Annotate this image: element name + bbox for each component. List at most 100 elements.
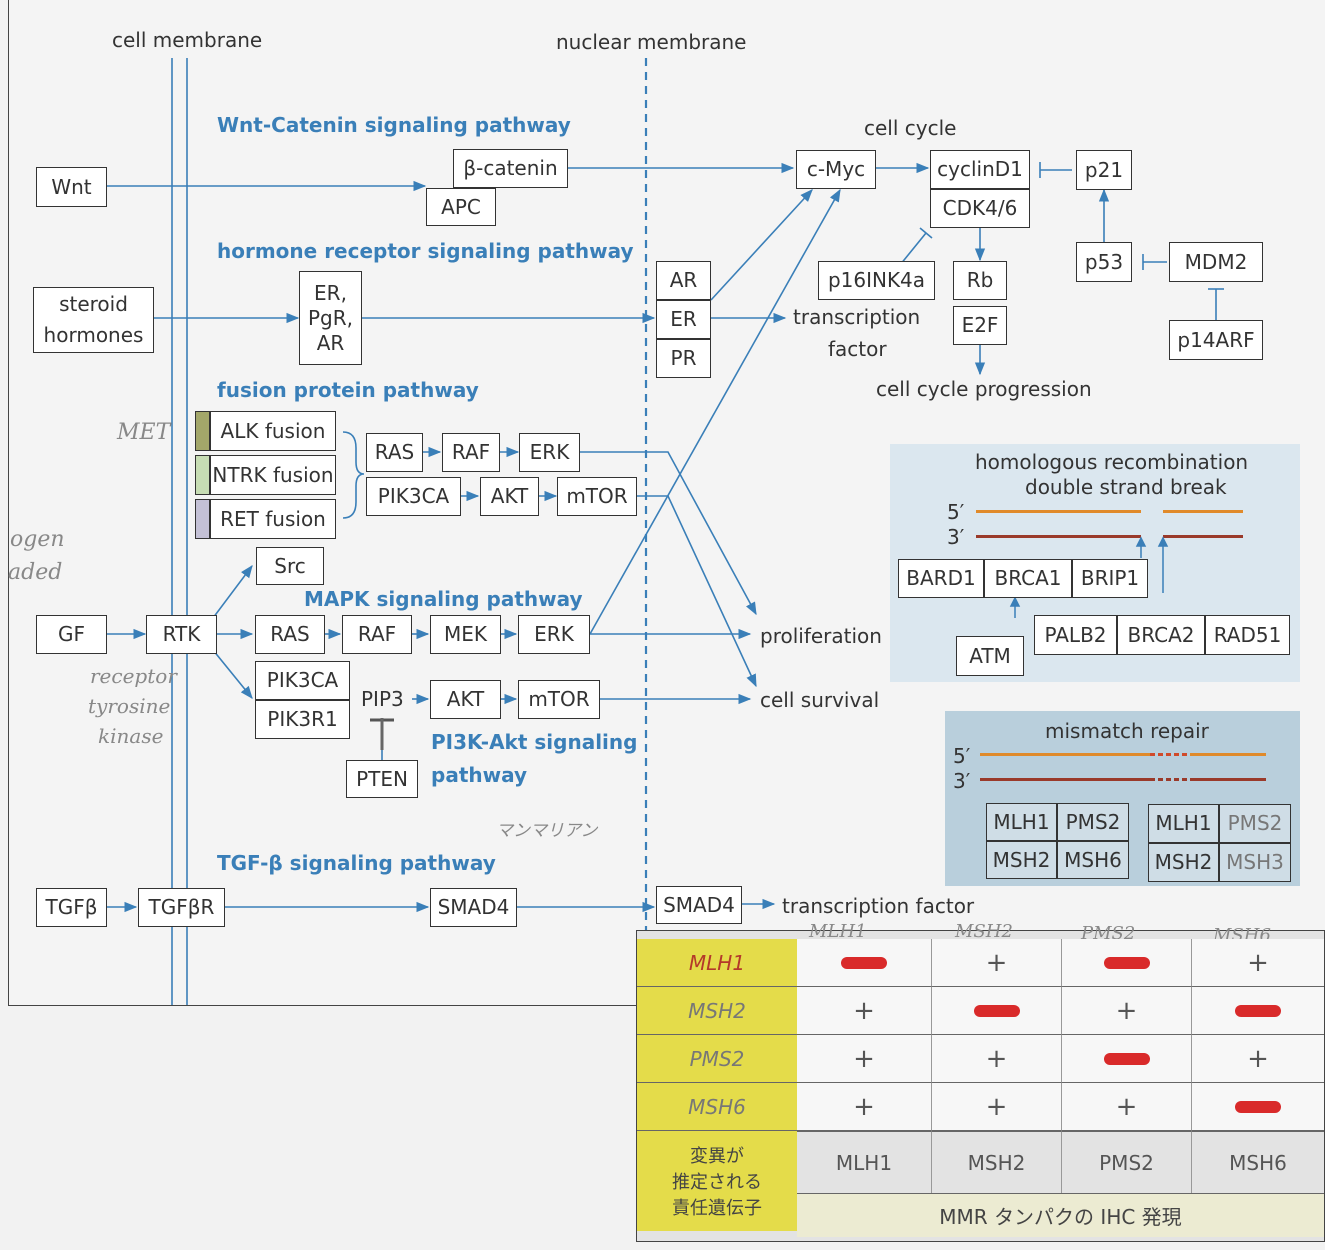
ihc-footer-label: 変異が 推定される 責任遺伝子 [637,1131,797,1231]
positive-mark: + [1247,1043,1269,1074]
nuclear-membrane-label: nuclear membrane [556,30,747,54]
mmr-strand-5-end [1190,753,1266,756]
handwritten-tyrosine: tyrosine [88,694,171,718]
cell-survival-label: cell survival [760,688,880,712]
node-steroid-hormones: steroid hormones [33,287,154,353]
mmr-strand-3 [980,778,1150,781]
node-gf: GF [36,615,107,654]
cell-cycle-progression-label: cell cycle progression [876,377,1092,401]
hr-brca1: BRCA1 [984,559,1072,598]
node-smad4-cyto: SMAD4 [430,888,517,927]
hr-three-prime: 3′ [947,525,965,549]
steroid-line-2: hormones [43,323,144,347]
ihc-result-cell [1192,1083,1324,1131]
node-akt-fusion: AKT [480,477,539,516]
node-pik3ca-fusion: PIK3CA [366,477,461,516]
positive-mark: + [1115,1091,1138,1122]
positive-mark: + [853,1043,875,1074]
node-raf-fusion: RAF [442,433,500,472]
ihc-col-header-msh2: MSH2 [955,921,1013,942]
node-akt-pi3k: AKT [430,680,501,719]
hr-palb2: PALB2 [1034,615,1117,655]
hr-strand-5-left [976,510,1141,513]
ihc-result-cell: + [932,1035,1062,1083]
positive-mark: + [853,1091,875,1122]
ihc-table: MLH1 MSH2 PMS2 MSH6 MLH1 MSH2 PMS2 MSH6 … [636,921,1325,1242]
mmr-right-msh2: MSH2 [1148,843,1219,882]
node-p16ink4a: p16INK4a [818,261,935,300]
ihc-result-cell [1062,939,1192,987]
mmr-title: mismatch repair [1045,719,1209,743]
positive-mark: + [985,947,1008,978]
node-cyclind1: cyclinD1 [930,150,1030,189]
mmr-strand-5 [980,753,1150,756]
ihc-label-column [637,939,797,1231]
negative-mark [1235,1004,1281,1017]
node-pten: PTEN [346,760,418,798]
mapk-pathway-title: MAPK signaling pathway [304,587,583,611]
wnt-pathway-title: Wnt-Catenin signaling pathway [217,113,571,137]
hr-rad51: RAD51 [1205,615,1290,655]
ihc-footer-label-1: 変異が [690,1146,744,1167]
pi3k-pathway-title-2: pathway [431,763,528,787]
ihc-footer-pms2: PMS2 [1062,1131,1192,1193]
negative-mark [1103,956,1150,969]
node-c-myc: c-Myc [796,150,876,189]
ihc-footer-msh6: MSH6 [1192,1131,1324,1193]
mmr-right-mlh1: MLH1 [1148,804,1219,843]
node-pr: PR [656,339,711,378]
hormone-pathway-title: hormone receptor signaling pathway [217,239,634,263]
ihc-result-cell [1192,987,1324,1035]
hr-atm: ATM [956,636,1024,676]
ihc-row-label-pms2: PMS2 [637,1035,797,1083]
transcription-label-1: transcription [793,305,921,329]
handwritten-kinase: kinase [98,724,164,748]
positive-mark: + [853,995,875,1026]
node-er-pgr-ar: ER, PgR, AR [299,271,362,365]
mmr-three-prime: 3′ [953,769,971,793]
ihc-result-cell: + [1192,1035,1324,1083]
tgf-transcription-label: transcription factor [782,894,975,918]
node-p14arf: p14ARF [1169,320,1263,360]
mmr-right-pms2: PMS2 [1219,804,1291,843]
mmr-five-prime: 5′ [953,744,971,768]
negative-mark [973,1004,1020,1017]
mmr-left-msh2: MSH2 [986,841,1057,879]
cell-cycle-label: cell cycle [864,116,957,140]
negative-mark [1235,1100,1281,1113]
ihc-footer-label-3: 責任遺伝子 [672,1198,762,1219]
ihc-row-label-msh6: MSH6 [637,1083,797,1131]
node-smad4-nuclear: SMAD4 [656,886,742,924]
er-pgr-ar-line-1: ER, [314,280,347,305]
positive-mark: + [1115,995,1138,1026]
ihc-result-cell: + [797,1083,932,1131]
proliferation-label: proliferation [760,624,882,648]
negative-mark [841,956,887,969]
handwritten-mammalian: マンマリアン [496,821,598,841]
node-erk-fusion: ERK [519,433,580,472]
mmr-strand-3-gap [1150,778,1190,781]
positive-mark: + [985,1091,1008,1122]
ihc-grid: ++++++++++ [797,939,1324,1131]
node-apc: APC [426,188,496,226]
handwritten-left-1: ogen [10,527,65,552]
alk-color-chip [195,411,210,451]
mmr-right-msh3: MSH3 [1219,843,1291,882]
node-ras-fusion: RAS [366,433,423,472]
node-src: Src [256,547,324,585]
node-mdm2: MDM2 [1169,242,1263,282]
node-mtor-fusion: mTOR [557,477,637,516]
node-tgfbr: TGFβR [138,888,225,927]
mmr-left-pms2: PMS2 [1057,803,1129,841]
hr-five-prime: 5′ [947,500,965,524]
ntrk-color-chip [195,455,210,495]
ihc-result-cell [797,939,932,987]
node-mek: MEK [430,615,501,654]
node-alk-fusion: ALK fusion [210,411,336,451]
positive-mark: + [985,1043,1008,1074]
hr-strand-5-right [1163,510,1243,513]
handwritten-met: MET [117,420,171,445]
node-pik3ca-pi3k: PIK3CA [255,661,350,700]
